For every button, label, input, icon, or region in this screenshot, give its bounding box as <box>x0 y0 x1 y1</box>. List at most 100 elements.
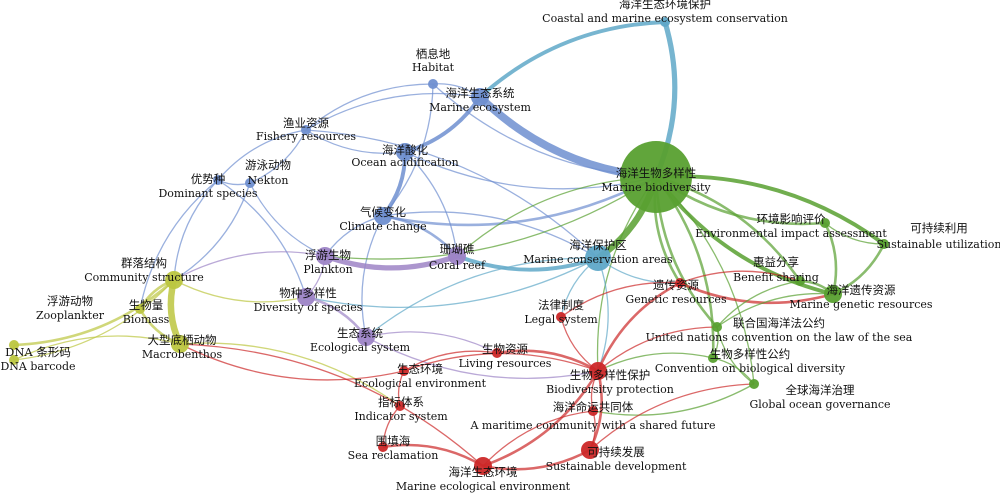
label-en-mgr: Marine genetic resources <box>789 298 932 311</box>
label-en-ecoenv: Ecological environment <box>354 377 487 390</box>
node-biodiversity[interactable] <box>620 141 692 213</box>
edge-legal-genetic <box>560 281 681 318</box>
node-sustain_use[interactable] <box>879 239 889 249</box>
edge-habitat-fishery <box>305 83 434 131</box>
node-eia[interactable] <box>820 218 830 228</box>
node-cbd[interactable] <box>708 353 718 363</box>
node-coastal[interactable] <box>660 17 670 27</box>
label-en-biodiversity: Marine biodiversity <box>601 181 711 194</box>
label-zh-governance: 全球海洋治理 <box>786 383 855 397</box>
node-dna[interactable] <box>9 355 19 365</box>
label-en-indicator: Indicator system <box>354 410 448 423</box>
node-biomass[interactable] <box>135 304 145 314</box>
edge-bioprot-living <box>496 349 599 373</box>
edge-sustdev-governance <box>589 383 755 451</box>
node-habitat[interactable] <box>428 79 438 89</box>
node-acid[interactable] <box>396 143 414 161</box>
label-zh-living: 生物资源 <box>482 342 528 356</box>
edge-cbd-bioprot <box>597 352 714 372</box>
label-en-plankton: Plankton <box>303 263 352 276</box>
node-ecoenv[interactable] <box>399 366 409 376</box>
node-community_future[interactable] <box>588 406 598 416</box>
edge-coastal-ecosystem <box>478 20 666 99</box>
edge-reclaim-mee <box>382 443 484 468</box>
node-dominant[interactable] <box>213 175 223 185</box>
label-zh-ecosys: 生态系统 <box>337 326 383 340</box>
edge-eia-sustain_use <box>824 222 885 245</box>
node-ecosys[interactable] <box>357 328 375 346</box>
edge-mpa-coral <box>456 254 599 272</box>
node-macro[interactable] <box>171 335 189 353</box>
edge-fishery-dominant <box>217 129 307 181</box>
label-en-habitat: Habitat <box>412 61 455 74</box>
edge-climate-mpa <box>382 211 599 259</box>
node-bioprot[interactable] <box>589 362 607 380</box>
node-governance[interactable] <box>749 379 759 389</box>
edge-dominant-speciesdiv <box>217 179 307 298</box>
node-climate[interactable] <box>374 207 392 225</box>
label-en-sustain_use: Sustainable utilization <box>876 238 1000 251</box>
node-indicator[interactable] <box>395 401 405 411</box>
label-en-community_future: A maritime community with a shared futur… <box>469 419 715 432</box>
node-nekton[interactable] <box>245 178 255 188</box>
node-reclaim[interactable] <box>378 442 388 452</box>
node-benefit[interactable] <box>795 276 805 286</box>
label-en-community: Community structure <box>84 271 204 284</box>
label-en-governance: Global ocean governance <box>749 398 890 411</box>
edge-climate-ecosys <box>361 215 384 338</box>
edge-community-speciesdiv <box>173 279 307 303</box>
label-zh-mpa: 海洋保护区 <box>569 238 627 252</box>
label-zh-indicator: 指标体系 <box>378 395 424 409</box>
edge-climate-biodiversity <box>382 175 657 227</box>
label-zh-nekton: 游泳动物 <box>245 158 291 172</box>
label-zh-mee: 海洋生态环境 <box>449 465 518 479</box>
edge-acid-coral <box>404 151 458 257</box>
label-zh-biomass: 生物量 <box>129 298 164 312</box>
edge-nekton-plankton <box>249 182 326 257</box>
edge-community-zooplankter <box>13 279 175 347</box>
label-zh-sustain_use: 可持续利用 <box>910 221 968 235</box>
node-living[interactable] <box>492 348 502 358</box>
edge-nekton-community <box>173 182 251 281</box>
label-en-ecosys: Ecological system <box>310 341 411 354</box>
label-en-coral: Coral reef <box>429 259 486 272</box>
label-zh-legal: 法律制度 <box>538 298 584 312</box>
edge-community-dna <box>13 279 175 361</box>
edge-dominant-biomass <box>139 179 219 310</box>
node-ecosystem[interactable] <box>471 88 489 106</box>
edge-macro-indicator <box>179 342 401 407</box>
label-en-speciesdiv: Diversity of species <box>254 301 363 314</box>
node-coral[interactable] <box>448 247 466 265</box>
label-en-macro: Macrobenthos <box>142 348 223 361</box>
edge-mee-macro <box>179 343 484 467</box>
edge-fishery-nekton <box>249 129 307 184</box>
node-genetic[interactable] <box>675 278 685 288</box>
label-en-benefit: Benefit sharing <box>733 271 819 284</box>
edge-ecosys-living <box>365 331 498 354</box>
node-mpa[interactable] <box>585 245 611 271</box>
node-mgr[interactable] <box>824 285 842 303</box>
edge-mgr-unclos <box>716 292 834 328</box>
node-community[interactable] <box>165 271 183 289</box>
label-en-living: Living resources <box>459 357 552 370</box>
label-zh-biodiversity: 海洋生物多样性 <box>616 166 697 180</box>
label-zh-community_future: 海洋命运共同体 <box>553 400 634 414</box>
label-zh-unclos: 联合国海洋法公约 <box>733 316 825 330</box>
node-fishery[interactable] <box>301 125 311 135</box>
node-plankton[interactable] <box>316 247 334 265</box>
label-zh-ecoenv: 生态环境 <box>397 362 443 376</box>
edge-macro-dna <box>13 335 181 361</box>
node-legal[interactable] <box>556 312 566 322</box>
edge-bioprot-mee <box>482 370 600 468</box>
label-en-ecosystem: Marine ecosystem <box>429 101 531 114</box>
node-unclos[interactable] <box>712 322 722 332</box>
node-speciesdiv[interactable] <box>297 288 315 306</box>
node-zooplankter[interactable] <box>9 340 19 350</box>
edge-genetic-benefit <box>679 270 801 284</box>
label-zh-dominant: 优势种 <box>191 172 226 186</box>
label-en-cbd: Convention on biological diversity <box>655 362 846 375</box>
node-sustdev[interactable] <box>581 441 599 459</box>
node-mee[interactable] <box>474 457 492 475</box>
